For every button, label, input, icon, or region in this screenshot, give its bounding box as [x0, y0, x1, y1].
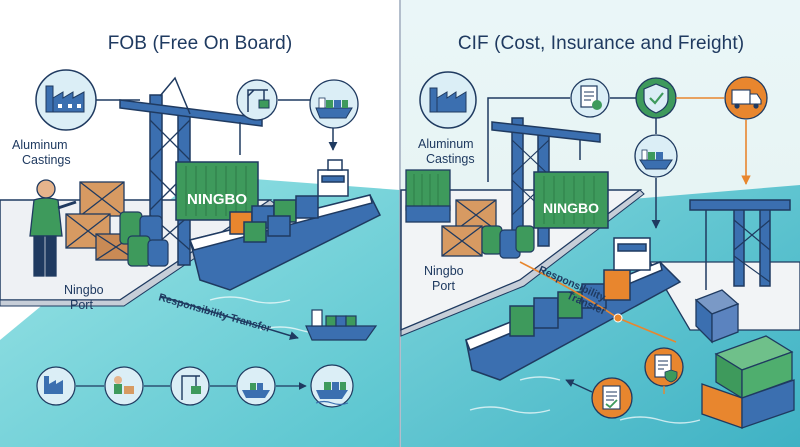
cif-quay-containers: [406, 170, 450, 222]
cif-port-label-1: Ningbo: [424, 264, 464, 278]
cif-signed-document-icon: [592, 378, 632, 418]
cif-port-label-2: Port: [432, 279, 455, 293]
cif-title: CIF (Cost, Insurance and Freight): [402, 33, 800, 55]
fob-product-label-1: Aluminum: [12, 138, 68, 152]
flow-factory-icon: [37, 367, 75, 405]
flow-ship-sea-icon: [311, 365, 353, 407]
fob-product-label-2: Castings: [22, 153, 71, 167]
cif-product-label-1: Aluminum: [418, 137, 474, 151]
cif-freight-truck-icon: [725, 77, 767, 119]
fob-factory-icon: [36, 70, 96, 130]
cif-product-label-2: Castings: [426, 152, 475, 166]
fob-title: FOB (Free On Board): [0, 33, 400, 55]
fob-crane-icon: [237, 80, 277, 120]
fob-container-label: NINGBO: [187, 191, 247, 208]
flow-loading-icon: [105, 367, 143, 405]
fob-port-label-1: Ningbo: [64, 283, 104, 297]
flow-crane-icon: [171, 367, 209, 405]
cif-ship-icon: [635, 135, 677, 177]
fob-port-label-2: Port: [70, 298, 93, 312]
cif-document-icon: [571, 79, 609, 117]
cif-container-label: NINGBO: [543, 200, 599, 216]
cif-insured-document-icon: [645, 348, 683, 386]
cif-insurance-shield-icon: [636, 78, 676, 118]
fob-ship-icon: [310, 80, 358, 128]
cif-panel: NINGBO: [401, 0, 800, 447]
cif-factory-icon: [420, 72, 476, 128]
cif-lifted-container: NINGBO: [534, 172, 608, 228]
flow-ship-icon: [237, 367, 275, 405]
fob-panel: NINGBO: [0, 0, 400, 447]
